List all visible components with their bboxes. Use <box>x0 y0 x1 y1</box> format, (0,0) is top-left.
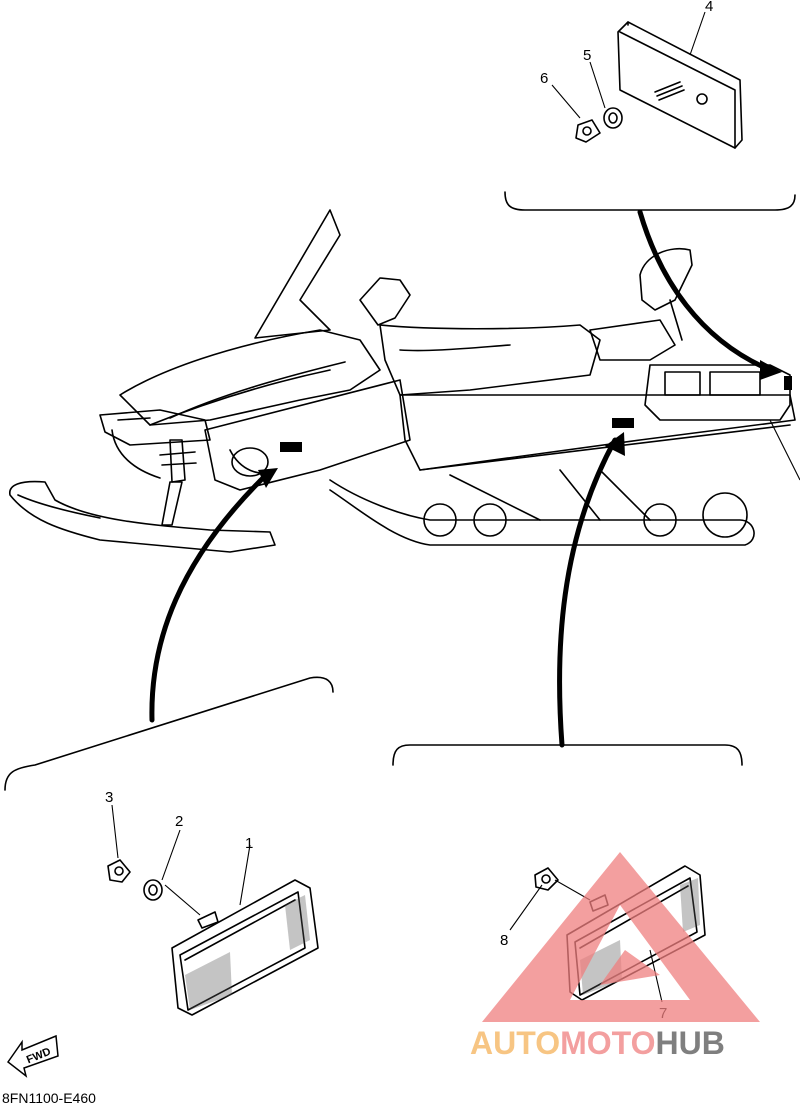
detail-front-reflector <box>107 804 319 1016</box>
callout-6: 6 <box>540 70 548 87</box>
callout-4: 4 <box>705 0 713 15</box>
callout-5: 5 <box>583 47 591 64</box>
callout-2: 2 <box>175 813 183 830</box>
watermark-text-auto: AUTO <box>470 1025 560 1061</box>
fwd-direction-indicator: FWD <box>6 1034 59 1078</box>
diagram-code: 8FN1100-E460 <box>2 1090 96 1106</box>
watermark: AUTOMOTOHUB <box>470 852 760 1061</box>
reflector-mount-front-marker <box>280 442 302 452</box>
watermark-text-hub: HUB <box>655 1025 724 1061</box>
svg-text:AUTOMOTOHUB: AUTOMOTOHUB <box>470 1025 725 1061</box>
callout-3: 3 <box>105 789 113 806</box>
callout-8: 8 <box>500 932 508 949</box>
snowmobile-illustration <box>9 209 800 553</box>
callout-1: 1 <box>245 835 253 852</box>
reflector-mount-rear-marker <box>784 376 792 390</box>
watermark-text-moto: MOTO <box>560 1025 655 1061</box>
fwd-arrow-icon <box>6 1034 59 1078</box>
watermark-logo-icon <box>482 852 760 1022</box>
detail-frames <box>4 191 796 791</box>
reflector-mount-side-marker <box>612 418 634 428</box>
leader-arrows <box>149 209 782 748</box>
detail-rear-reflector <box>551 11 743 149</box>
